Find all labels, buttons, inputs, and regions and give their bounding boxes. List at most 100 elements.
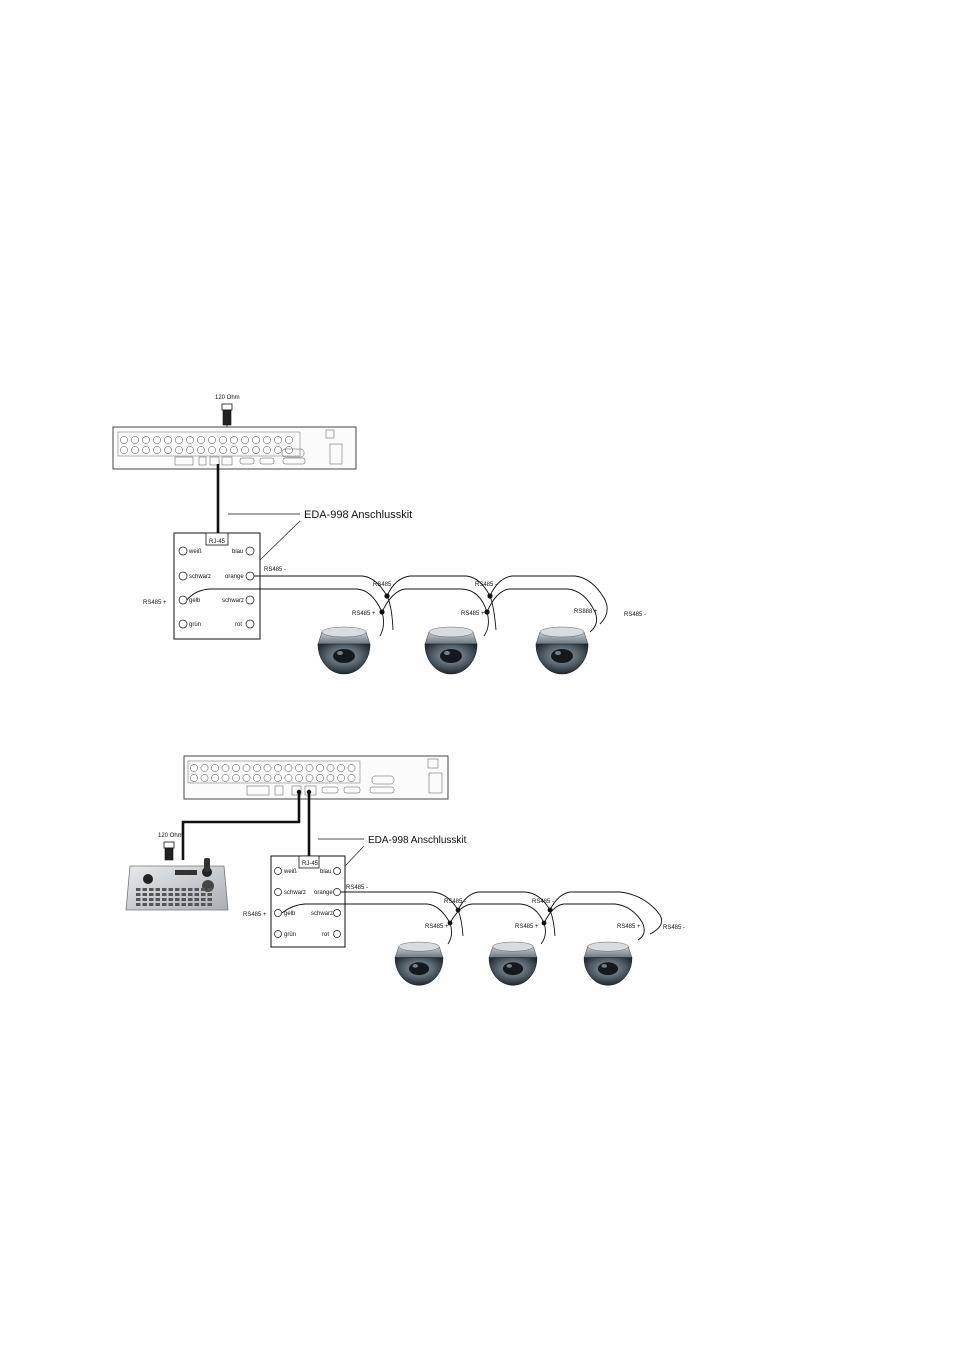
bus-junction-dots <box>379 593 493 615</box>
dome-camera-group <box>394 941 633 986</box>
rs485-plus-side-label: RS485 + <box>243 912 267 918</box>
diagram-1: 120 Ohm EDA-998 Anschlusskit <box>112 395 646 675</box>
camera-rs485-minus-label: RS485 - <box>444 899 466 905</box>
dome-camera <box>488 941 538 986</box>
rs485-bus-1 <box>186 575 608 637</box>
keypad-key <box>162 903 167 906</box>
bnc-connector <box>305 774 314 782</box>
bnc-connector <box>142 446 150 454</box>
terminator-2: 120 Ohm <box>158 833 183 861</box>
keypad-key <box>136 903 141 906</box>
keypad-key <box>142 903 147 906</box>
bnc-connectors <box>190 764 356 782</box>
camera-rs485-minus-label: RS485 - <box>663 925 685 931</box>
keypad-key <box>188 893 193 896</box>
keypad-key <box>188 898 193 901</box>
bnc-connector <box>186 446 194 454</box>
keypad-key <box>136 888 141 891</box>
bnc-connector <box>285 446 293 454</box>
bnc-connector <box>242 764 251 772</box>
keypad-key <box>201 898 206 901</box>
keypad-key <box>201 888 206 891</box>
dome-camera <box>535 626 589 675</box>
bnc-connector <box>347 774 356 782</box>
bnc-connector <box>197 446 205 454</box>
keypad-key <box>149 893 154 896</box>
bnc-connector <box>347 764 356 772</box>
bnc-connector <box>197 436 205 444</box>
bnc-connector <box>186 436 194 444</box>
bnc-connector <box>295 774 303 782</box>
bnc-connector <box>219 446 227 454</box>
bnc-connector <box>208 446 216 454</box>
camera-rs485-minus-label: RS485 - <box>624 612 646 618</box>
bnc-connector <box>120 436 128 444</box>
camera-rs485-plus-label: RS485 + <box>425 924 449 930</box>
rj45-label: RJ-45 <box>209 539 226 545</box>
keypad-key <box>194 898 199 901</box>
dome-camera <box>424 626 478 675</box>
keypad-key <box>155 888 160 891</box>
bnc-connector <box>131 436 139 444</box>
bnc-connector <box>232 774 240 782</box>
terminal-label-right: orange <box>225 574 244 580</box>
dvr-rear-panel-2 <box>183 755 449 800</box>
bnc-connector <box>274 446 282 454</box>
terminal-label-right: rot <box>235 622 242 628</box>
terminator-label: 120 Ohm <box>158 833 183 839</box>
bnc-connector <box>263 436 271 444</box>
terminator-label: 120 Ohm <box>215 395 240 401</box>
kit-label: EDA-998 Anschlusskit <box>304 509 412 521</box>
keypad <box>136 888 212 906</box>
keypad-key <box>181 888 186 891</box>
bnc-connector <box>241 436 249 444</box>
terminal-label-right: rot <box>322 932 329 938</box>
dvr-rear-panel-1 <box>112 426 357 470</box>
bnc-connector <box>326 764 335 772</box>
bnc-connector <box>153 446 161 454</box>
bnc-connector <box>164 436 172 444</box>
keypad-key <box>194 888 199 891</box>
camera-rs485-plus-label: RS888 + <box>574 609 598 615</box>
terminal-label-right: orange <box>314 890 333 896</box>
terminal-label-right: blau <box>232 549 243 555</box>
terminal-label-left: grün <box>284 932 296 938</box>
bnc-connector <box>131 446 139 454</box>
keypad-key <box>142 898 147 901</box>
rs485-bus-2 <box>281 891 663 945</box>
keypad-key <box>181 898 186 901</box>
keypad-key <box>149 903 154 906</box>
bnc-connector <box>274 436 282 444</box>
terminal-label-left: gelb <box>189 598 201 604</box>
keypad-key <box>175 898 180 901</box>
keypad-key <box>175 903 180 906</box>
terminal-label-right: blau <box>320 869 331 875</box>
keypad-key <box>194 903 199 906</box>
keypad-key <box>207 898 212 901</box>
diagram-2: 120 Ohm EDA-998 Anschlusskit RJ-45 weiß <box>125 755 685 986</box>
keypad-key <box>168 888 173 891</box>
eda-998-box-2: RJ-45 weiß schwarz gelb grün blau orange… <box>270 855 346 948</box>
bnc-connector <box>190 774 198 782</box>
bnc-connector <box>208 436 216 444</box>
bus-junction-dots <box>447 907 553 926</box>
bnc-connector <box>274 774 282 782</box>
keypad-key <box>142 888 147 891</box>
bnc-connector <box>221 774 230 782</box>
bnc-connector <box>285 436 293 444</box>
bnc-connector <box>211 774 219 782</box>
keypad-key <box>136 898 141 901</box>
kit-label: EDA-998 Anschlusskit <box>368 835 467 846</box>
bnc-connector <box>316 774 324 782</box>
camera-rs485-plus-label: RS485 + <box>515 924 539 930</box>
camera-rs485-minus-label: RS485 - <box>475 582 497 588</box>
bnc-connector <box>295 764 303 772</box>
bnc-connector <box>242 774 251 782</box>
dome-camera <box>317 626 371 675</box>
keypad-key <box>194 893 199 896</box>
rj45-label: RJ-45 <box>302 861 319 867</box>
rs485-plus-side-label: RS485 + <box>143 600 167 606</box>
keypad-key <box>207 893 212 896</box>
camera-rs485-plus-label: RS485 + <box>617 924 641 930</box>
bnc-connector <box>241 446 249 454</box>
